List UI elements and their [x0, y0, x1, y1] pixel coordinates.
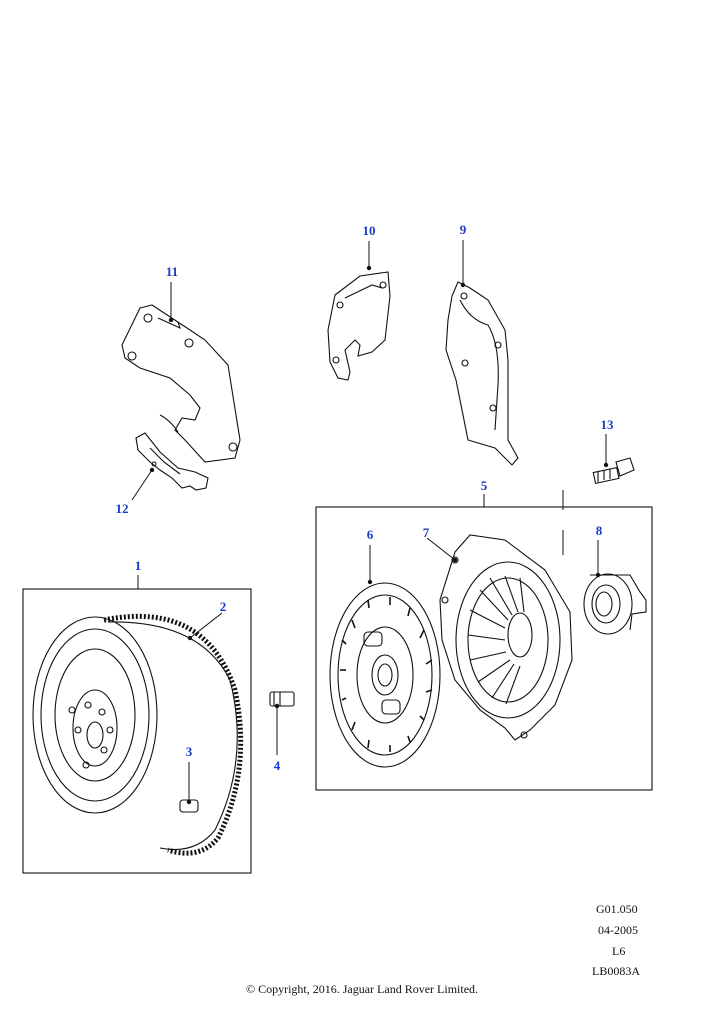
- part-9-dust-shield: [445, 281, 519, 466]
- reference-date: 04-2005: [598, 923, 638, 937]
- callout-6[interactable]: 6: [367, 527, 374, 542]
- part-13-bolt: [592, 457, 635, 485]
- leader-lines: [131, 240, 607, 802]
- part-1-flywheel: [32, 616, 238, 851]
- callout-12[interactable]: 12: [116, 501, 129, 516]
- callout-9[interactable]: 9: [460, 222, 467, 237]
- callout-1[interactable]: 1: [135, 558, 142, 573]
- callout-10[interactable]: 10: [363, 223, 376, 238]
- part-7-pressure-plate: [439, 534, 573, 741]
- part-11-cover-plate: [121, 304, 241, 463]
- flywheel-group-frame: [22, 588, 252, 874]
- part-6-clutch-disc: [329, 582, 441, 768]
- leader-dots: [149, 265, 609, 805]
- callout-8[interactable]: 8: [596, 523, 603, 538]
- reference-code: G01.050: [596, 902, 638, 916]
- clutch-kit-group-frame: [315, 506, 653, 791]
- callout-7[interactable]: 7: [423, 525, 430, 540]
- part-10-shield: [327, 271, 391, 381]
- callout-2[interactable]: 2: [220, 599, 227, 614]
- part-8-release-bearing: [583, 573, 647, 635]
- part-2-ring-gear: [103, 613, 244, 856]
- reference-illustration-id: LB0083A: [592, 964, 640, 978]
- callout-3[interactable]: 3: [186, 744, 193, 759]
- callout-4[interactable]: 4: [274, 758, 281, 773]
- callout-5[interactable]: 5: [481, 478, 488, 493]
- callout-13[interactable]: 13: [601, 417, 615, 432]
- copyright-notice: © Copyright, 2016. Jaguar Land Rover Lim…: [245, 982, 479, 996]
- reference-engine: L6: [612, 944, 626, 958]
- callout-11[interactable]: 11: [166, 264, 178, 279]
- part-4-bolt: [269, 691, 295, 707]
- part-12-bracket: [135, 432, 209, 491]
